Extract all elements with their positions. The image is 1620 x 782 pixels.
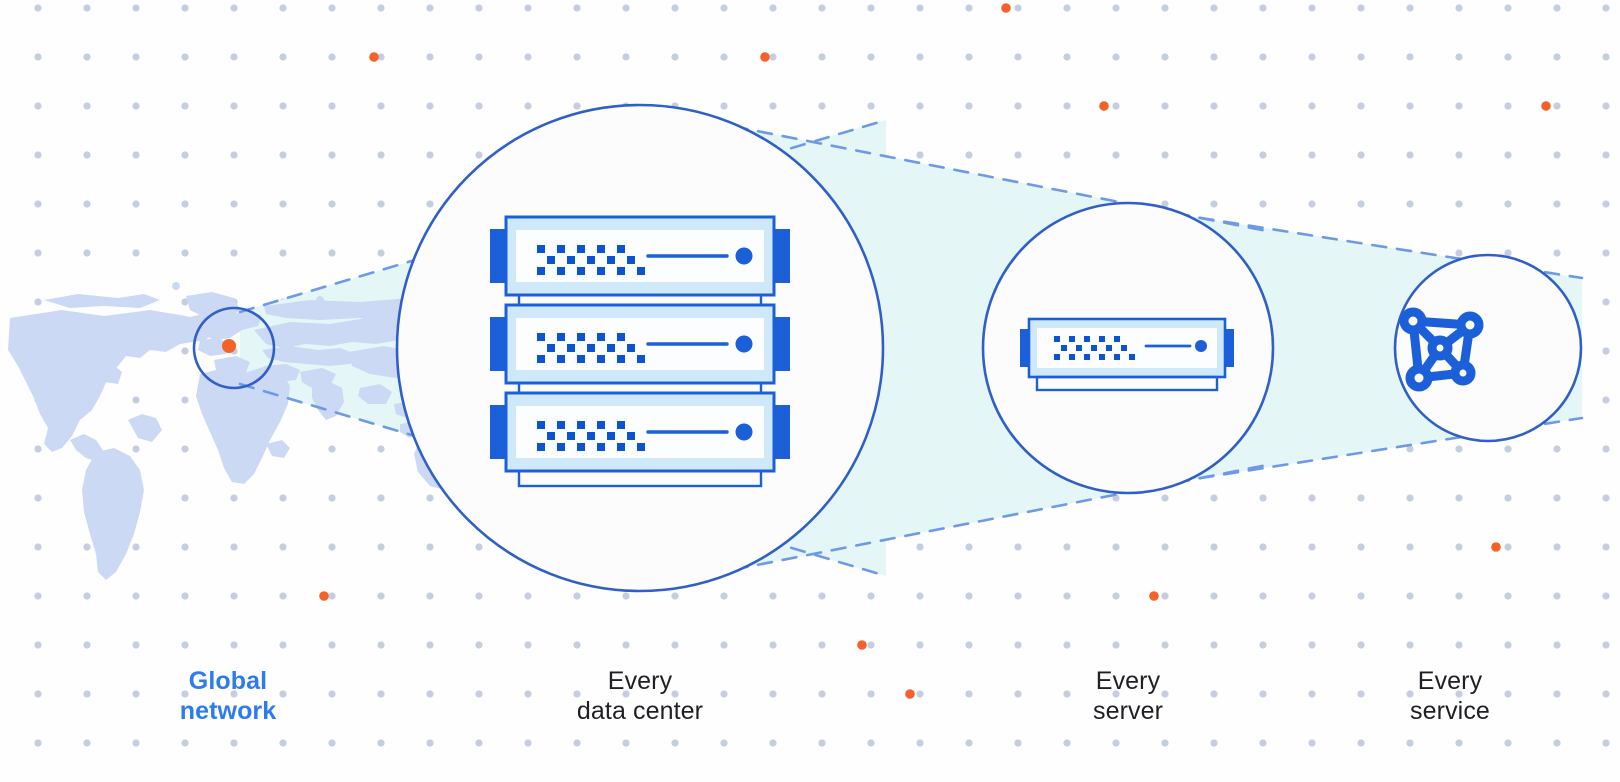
map-location-marker (222, 339, 236, 353)
accent-dot (1099, 101, 1109, 111)
led-array (537, 245, 645, 275)
led-array (537, 421, 645, 451)
rack-status-dot (735, 247, 753, 265)
accent-dot (1001, 3, 1011, 13)
accent-dots-layer (319, 3, 1551, 699)
accent-dot (905, 689, 915, 699)
label-service: Every service (1350, 666, 1550, 726)
network-mesh-nodes (1399, 307, 1484, 392)
label-server-text: Every server (1092, 667, 1164, 725)
server-base (1035, 375, 1219, 392)
label-server: Every server (1028, 666, 1228, 726)
rack-unit (490, 303, 790, 385)
server-status-dot (1195, 340, 1207, 352)
server-rack-illustration (490, 215, 790, 488)
accent-dot (319, 591, 329, 601)
stage-server (981, 201, 1275, 495)
rack-status-dot (735, 423, 753, 441)
label-global-network-text: Global network (179, 667, 277, 725)
accent-dot (760, 52, 770, 62)
rack-unit (490, 391, 790, 473)
accent-dot (857, 640, 867, 650)
accent-dot (1149, 591, 1159, 601)
accent-dot (369, 52, 379, 62)
rack-base (517, 469, 763, 488)
single-server-illustration (1020, 317, 1234, 392)
stage-service (1393, 253, 1583, 443)
label-service-text: Every service (1410, 667, 1490, 725)
label-data-center-text: Every data center (576, 667, 704, 725)
stage-global-network-circle (192, 306, 276, 390)
rack-unit (490, 215, 790, 297)
accent-dot (1541, 101, 1551, 111)
label-global-network: Global network (128, 666, 328, 726)
rack-status-dot (735, 335, 753, 353)
led-array (537, 333, 645, 363)
led-array (1054, 336, 1135, 360)
accent-dot (1491, 542, 1501, 552)
stage-data-center (395, 103, 885, 593)
label-data-center: Every data center (520, 666, 760, 726)
